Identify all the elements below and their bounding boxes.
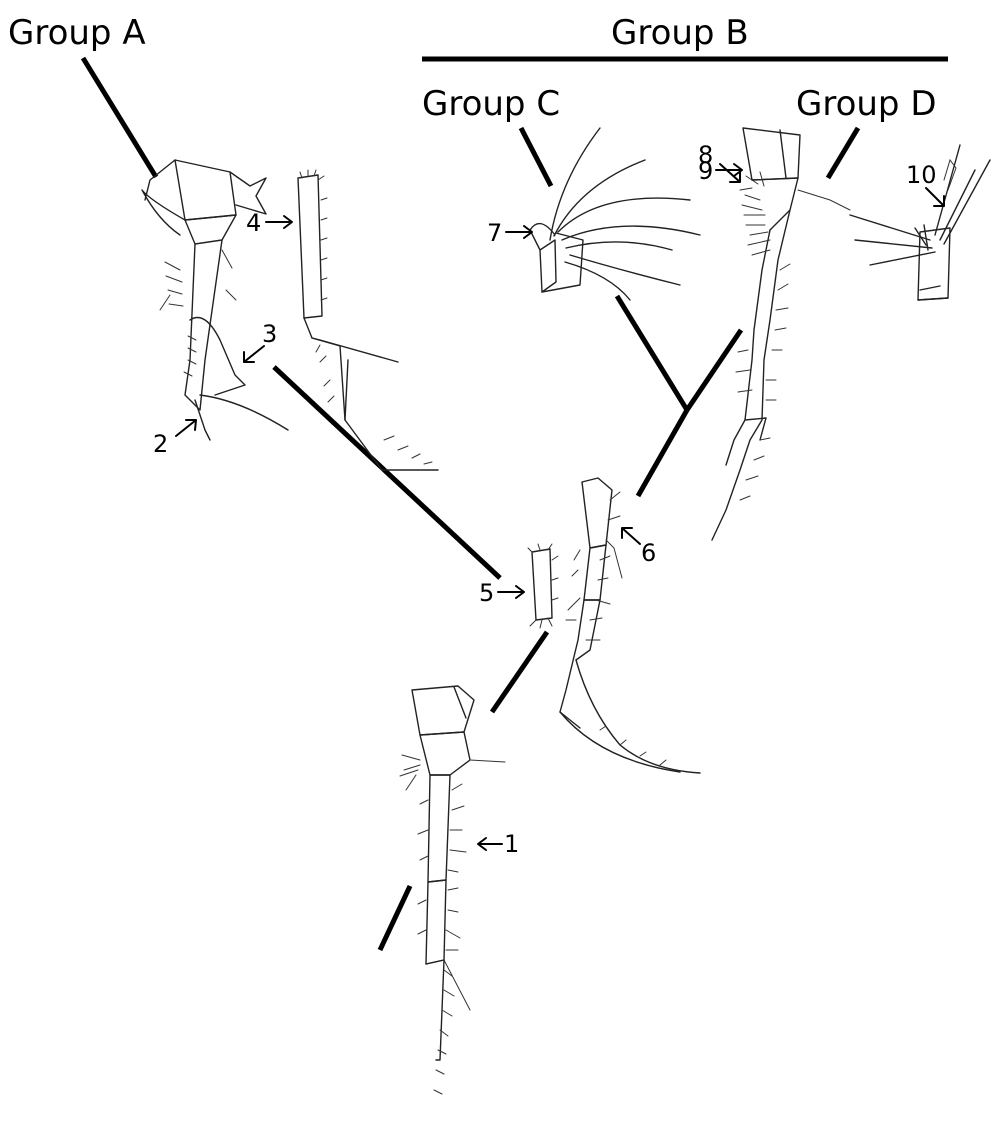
branch-bd-node-down (635, 408, 690, 498)
branch-node-5-6 (489, 630, 550, 714)
arrow-5 (497, 585, 525, 599)
label-8: 8 (698, 141, 713, 169)
arrow-10 (925, 187, 945, 207)
arrow-2 (175, 419, 197, 437)
branch-root (377, 884, 413, 952)
label-4: 4 (246, 209, 261, 237)
arrow-6 (621, 527, 641, 545)
appendage-4 (297, 169, 439, 471)
arrow-7 (505, 225, 533, 239)
label-6: 6 (641, 539, 656, 567)
arrow-9 (715, 163, 743, 177)
arrow-4 (265, 215, 293, 229)
arrow-1 (477, 837, 503, 851)
appendage-6 (559, 477, 701, 774)
appendage-group-a (141, 159, 289, 441)
label-3: 3 (262, 320, 277, 348)
label-10: 10 (906, 161, 937, 189)
tree-branches (80, 56, 948, 952)
appendage-group-d-inset (849, 144, 991, 301)
group-b-label: Group B (611, 13, 749, 53)
branch-c-to-bd-node (614, 294, 690, 412)
appendage-5 (527, 543, 559, 629)
arrow-8 (719, 163, 741, 183)
appendage-group-d (711, 127, 851, 541)
callout-arrows (175, 163, 945, 851)
label-7: 7 (487, 219, 502, 247)
group-a-label: Group A (8, 13, 146, 53)
label-1: 1 (504, 830, 519, 858)
branch-group-d (825, 126, 861, 180)
label-5: 5 (479, 579, 494, 607)
group-d-label: Group D (796, 84, 937, 124)
label-2: 2 (153, 430, 168, 458)
branch-bd-node-up (684, 328, 744, 412)
appendage-1 (399, 685, 506, 1095)
branch-group-c (518, 126, 554, 188)
branch-a-to-root (272, 365, 502, 580)
branch-group-a (80, 56, 159, 179)
group-c-label: Group C (422, 84, 560, 124)
label-9: 9 (698, 157, 713, 185)
arrow-3 (243, 345, 265, 363)
appendage-group-c (529, 127, 701, 301)
